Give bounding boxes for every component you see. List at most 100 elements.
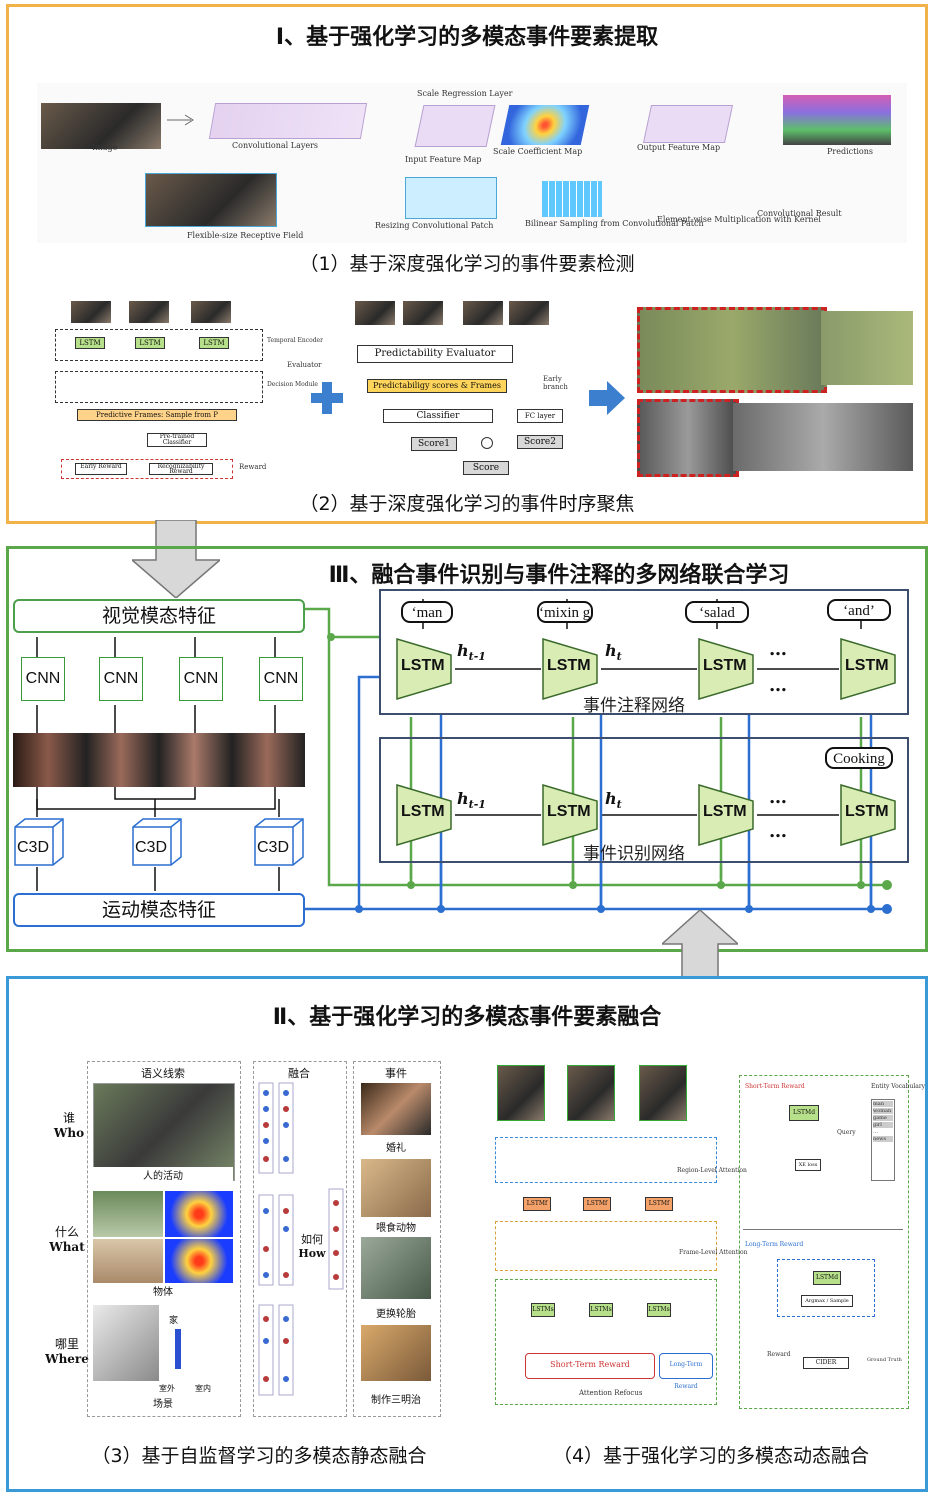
pretrained-classifier-box: Pre-trained Classifier (147, 433, 207, 447)
label-scale-regression: Scale Regression Layer (417, 89, 513, 98)
hidden-state-prev: ht-1 (457, 641, 486, 663)
recognition-network-box (379, 737, 909, 863)
header-event: 事件 (385, 1067, 407, 1080)
word-token: ‘mixin g’ (537, 601, 593, 623)
c3d-label: C3D (257, 839, 290, 856)
lstm-s-box: LSTMs (647, 1303, 671, 1317)
lstm-block: LSTM (199, 337, 229, 349)
argmax-sample-box: Argmax / Sample (801, 1295, 853, 1307)
lstm-shape (396, 637, 452, 701)
lstm-shape (698, 783, 754, 847)
visual-feature-box: 视觉模态特征 (13, 599, 305, 633)
video-frame (639, 1065, 687, 1121)
scene-label: 场景 (153, 1399, 173, 1410)
frame-thumb (509, 301, 549, 325)
label-temporal-encoder: Temporal Encoder (267, 337, 323, 344)
semantic-cues-column (87, 1061, 241, 1417)
lstm-shape (840, 637, 896, 701)
c3d-cube-icon (14, 818, 64, 866)
word-token: ‘salad (685, 601, 749, 623)
event-label: 喂食动物 (376, 1223, 416, 1234)
vocab-item: game (873, 1115, 893, 1121)
xe-loss-box: XE loss (795, 1159, 821, 1171)
up-arrow-icon (662, 910, 738, 978)
event-label: 婚礼 (386, 1143, 406, 1154)
event-image (361, 1083, 431, 1135)
h-subscript: t (616, 798, 622, 812)
event-element-detection-diagram: Image Convolutional Layers Scale Regress… (37, 83, 907, 243)
temporal-encoder-region (55, 329, 263, 361)
lstm-d-box: LSTMd (789, 1105, 819, 1121)
conv-layers-block (208, 103, 368, 139)
lstm-shape (396, 783, 452, 847)
section3-title: Ⅲ、融合事件识别与事件注释的多网络联合学习 (328, 563, 790, 588)
lstm-f-box: LSTMf (645, 1197, 673, 1211)
c3d-cube-icon (254, 818, 304, 866)
recognizability-reward-box: Recognizability Reward (149, 463, 213, 475)
c3d-cube-icon (132, 818, 182, 866)
what-image (93, 1239, 163, 1283)
outdoor-label: 室外 (159, 1384, 175, 1393)
lstm-s-box: LSTMs (531, 1303, 555, 1317)
section2-title: Ⅱ、基于强化学习的多模态事件要素融合 (272, 1005, 662, 1030)
section1-title: Ⅰ、基于强化学习的多模态事件要素提取 (275, 25, 659, 50)
vocab-item: woman (873, 1108, 893, 1114)
predictive-frames-box: Predictive Frames: Sample from P (77, 409, 237, 421)
label-region-attention: Region-Level Attention (677, 1167, 747, 1174)
frames-bottom-rest (733, 403, 913, 471)
label-long-term-reward: Long-Term Reward (745, 1241, 804, 1248)
score1-box: Score1 (411, 437, 457, 451)
object-label: 物体 (153, 1287, 173, 1298)
combine-icon (481, 437, 493, 449)
focused-frames-top (637, 307, 827, 393)
right-arrow-icon (589, 381, 625, 415)
cnn-block: CNN (259, 657, 303, 701)
where-en: Where (45, 1352, 89, 1366)
score-box: Score (463, 461, 509, 475)
indoor-bar (175, 1329, 181, 1369)
how-en: How (298, 1247, 326, 1260)
input-feature-map-block (414, 105, 496, 147)
frame-thumb (463, 301, 503, 325)
where-image (93, 1305, 159, 1381)
bilinear-grid (542, 181, 602, 217)
hidden-state-prev: ht-1 (457, 789, 486, 811)
frame-thumb (355, 301, 395, 325)
label-frame-attention: Frame-Level Attention (679, 1249, 748, 1256)
event-image (361, 1159, 431, 1217)
early-reward-box: Early Reward (75, 463, 127, 475)
lstm-label: LSTM (703, 803, 747, 820)
frame-thumb (403, 301, 443, 325)
h-symbol: h (457, 641, 469, 660)
video-frames-strip (13, 733, 305, 787)
who-image (93, 1083, 235, 1181)
vocab-item: … (873, 1129, 878, 1135)
frame-thumb (191, 301, 231, 323)
label-conv-result: Convolutional Result (757, 209, 842, 218)
lstm-label: LSTM (703, 657, 747, 674)
label-evaluator: Evaluator (287, 361, 322, 369)
long-term-reward-box: Long-Term Reward (659, 1353, 713, 1390)
label-entity-vocab: Entity Vocabulary (871, 1083, 926, 1090)
label-bilinear: Bilinear Sampling from Convolutional Pat… (525, 219, 704, 228)
video-frame (567, 1065, 615, 1121)
indoor-label: 室内 (195, 1384, 211, 1393)
region-attention-box (495, 1137, 717, 1183)
label-scale-coef-map: Scale Coefficient Map (493, 147, 583, 156)
divider (743, 1229, 903, 1230)
frame-thumb (71, 301, 111, 323)
predictability-evaluator-box: Predictability Evaluator (357, 345, 513, 363)
lstm-shape (542, 783, 598, 847)
how-cn: 如何 (301, 1233, 323, 1246)
lstm-label: LSTM (547, 657, 591, 674)
what-heatmap (165, 1191, 233, 1237)
home-label: 家 (169, 1316, 179, 1326)
lstm-label: LSTM (401, 803, 445, 820)
lstm-block: LSTM (135, 337, 165, 349)
cnn-block: CNN (179, 657, 223, 701)
what-image (93, 1191, 163, 1237)
cider-box: CIDER (803, 1357, 849, 1369)
predictability-scores-box: Predictabiligy scores & Frames (367, 379, 507, 393)
arrow-icon (167, 114, 194, 126)
label-resizing-patch: Resizing Convolutional Patch (375, 221, 494, 230)
